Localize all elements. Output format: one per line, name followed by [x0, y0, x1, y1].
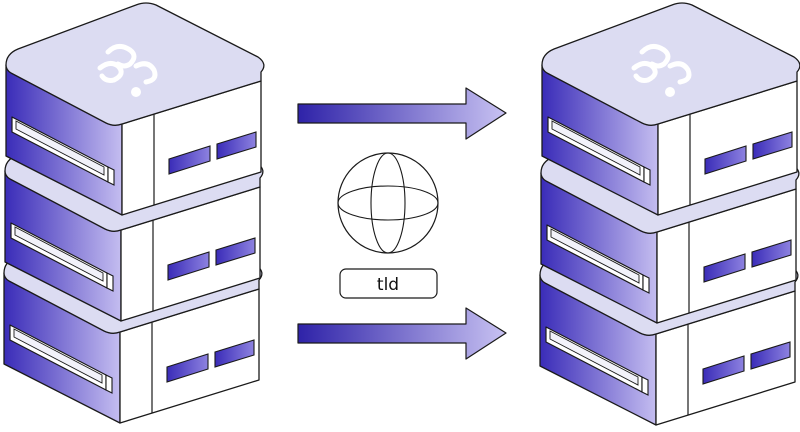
- globe-icon: [337, 152, 439, 254]
- right-server-stack: [539, 2, 800, 426]
- network-label: tld: [377, 275, 399, 295]
- network-label-box: tld: [339, 268, 438, 299]
- left-server-stack: [3, 2, 265, 424]
- arrow-right-icon: [297, 87, 507, 140]
- arrow-right-icon: [297, 307, 507, 360]
